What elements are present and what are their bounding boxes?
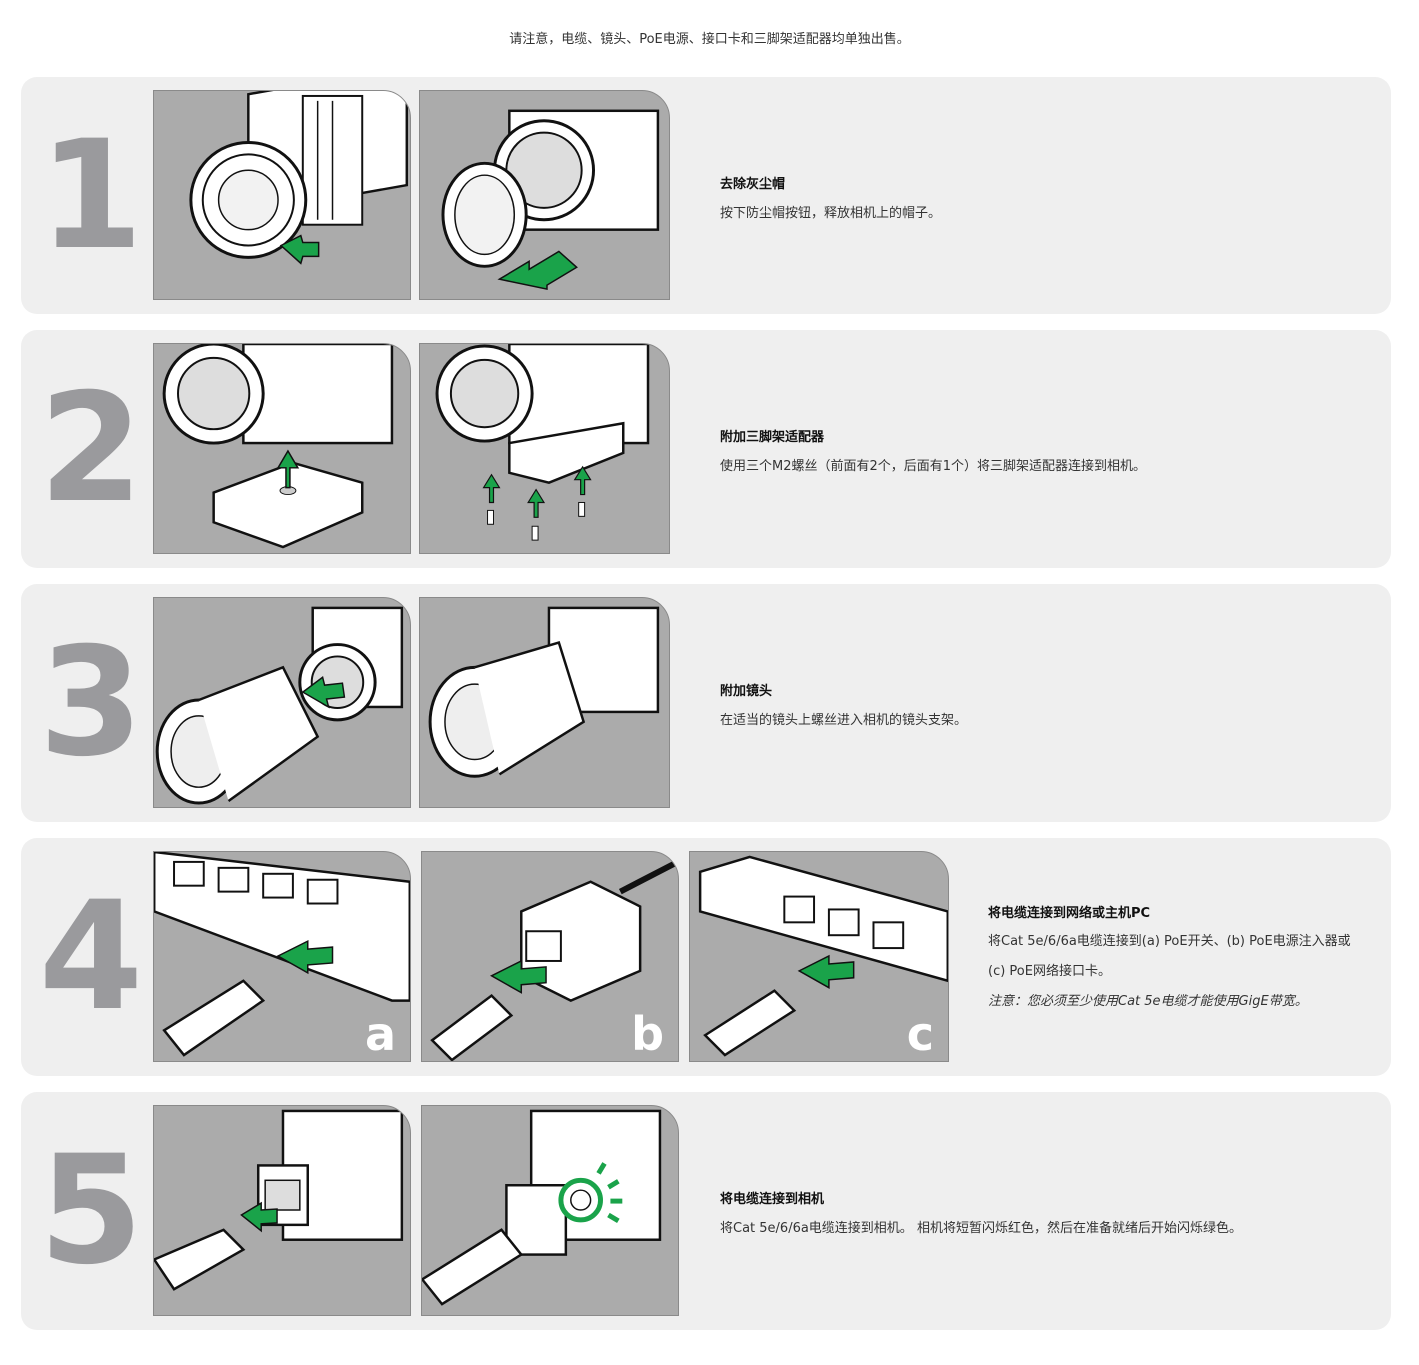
step-description-line-1: 将Cat 5e/6/6a电缆连接到(a) PoE开关、(b) PoE电源注入器或 (988, 934, 1351, 949)
step-description-line-2: (c) PoE网络接口卡。 (988, 964, 1111, 979)
step-number: 1 (38, 108, 143, 283)
step-title: 附加镜头 (720, 684, 773, 699)
step-note: 注意：您必须至少使用Cat 5e电缆才能使用GigE带宽。 (988, 994, 1308, 1009)
panel-letter-b: b (631, 1007, 664, 1061)
step-5-illustration-led (421, 1105, 679, 1316)
poe-switch-illustration (154, 852, 410, 1057)
step-description: 按下防尘帽按钮，释放相机上的帽子。 (720, 206, 942, 221)
step-title: 附加三脚架适配器 (720, 430, 825, 445)
step-3-text: 附加镜头 在适当的镜头上螺丝进入相机的镜头支架。 (720, 680, 967, 729)
dust-cap-removed-illustration (441, 109, 660, 291)
step-4b-illustration-poe-injector: b (421, 851, 679, 1062)
step-1-illustration-press-button (153, 90, 411, 300)
step-description: 在适当的镜头上螺丝进入相机的镜头支架。 (720, 713, 968, 728)
step-description: 将Cat 5e/6/6a电缆连接到相机。 相机将短暂闪烁红色，然后在准备就绪后开… (720, 1221, 1242, 1236)
step-number: 5 (38, 1124, 143, 1298)
step-5-card: 5 将电缆连接到相机 将Cat 5e/6/6a电缆连接到相机。 相机将短暂闪烁红… (21, 1092, 1391, 1330)
step-description: 使用三个M2螺丝（前面有2个，后面有1个）将三脚架适配器连接到相机。 (720, 459, 1147, 474)
step-title: 将电缆连接到网络或主机PC (988, 906, 1151, 921)
step-number: 2 (38, 362, 143, 536)
poe-injector-illustration (430, 859, 678, 1061)
step-4-text: 将电缆连接到网络或主机PC 将Cat 5e/6/6a电缆连接到(a) PoE开关… (988, 902, 1351, 1017)
step-3-card: 3 附加镜头 在适当的镜头上螺丝进入相机的镜头支架。 (21, 584, 1391, 822)
panel-letter-a: a (364, 1007, 396, 1061)
step-2-card: 2 附加三脚架适配器 使用三个M2螺丝（前面有2个，后面有1个）将三脚架适配器连… (21, 330, 1391, 568)
adapter-screws-illustration (435, 344, 650, 541)
step-5-illustration-plug-in (153, 1105, 411, 1316)
step-2-illustration-adapter (153, 343, 411, 554)
step-number: 4 (38, 870, 143, 1044)
step-1-card: 1 去除灰尘帽 按下防尘帽按钮，释放相机上的帽子。 (21, 77, 1391, 314)
step-3-illustration-lens-attach (153, 597, 411, 808)
step-5-text: 将电缆连接到相机 将Cat 5e/6/6a电缆连接到相机。 相机将短暂闪烁红色，… (720, 1188, 1242, 1237)
step-3-illustration-lens-attached (419, 597, 670, 808)
camera-dust-cap-illustration (189, 91, 409, 265)
tripod-adapter-illustration (162, 344, 394, 549)
panel-letter-c: c (906, 1007, 934, 1061)
step-2-text: 附加三脚架适配器 使用三个M2螺丝（前面有2个，后面有1个）将三脚架适配器连接到… (720, 426, 1146, 475)
step-1-illustration-remove-cap (419, 90, 670, 300)
step-title: 将电缆连接到相机 (720, 1192, 825, 1207)
step-4-card: 4 a b c (21, 838, 1391, 1076)
step-4c-illustration-nic: c (689, 851, 949, 1062)
step-2-illustration-screws (419, 343, 670, 554)
sold-separately-notice: 请注意，电缆、镜头、PoE电源、接口卡和三脚架适配器均单独出售。 (509, 32, 910, 47)
step-title: 去除灰尘帽 (720, 177, 786, 192)
network-card-illustration (698, 855, 948, 1057)
step-4a-illustration-poe-switch: a (153, 851, 411, 1062)
camera-status-led-illustration (422, 1109, 662, 1306)
step-number: 3 (38, 616, 143, 790)
step-1-text: 去除灰尘帽 按下防尘帽按钮，释放相机上的帽子。 (720, 173, 941, 222)
lens-attach-illustration (155, 606, 404, 805)
lens-attached-illustration (428, 606, 660, 778)
camera-ethernet-plug-illustration (154, 1109, 404, 1291)
